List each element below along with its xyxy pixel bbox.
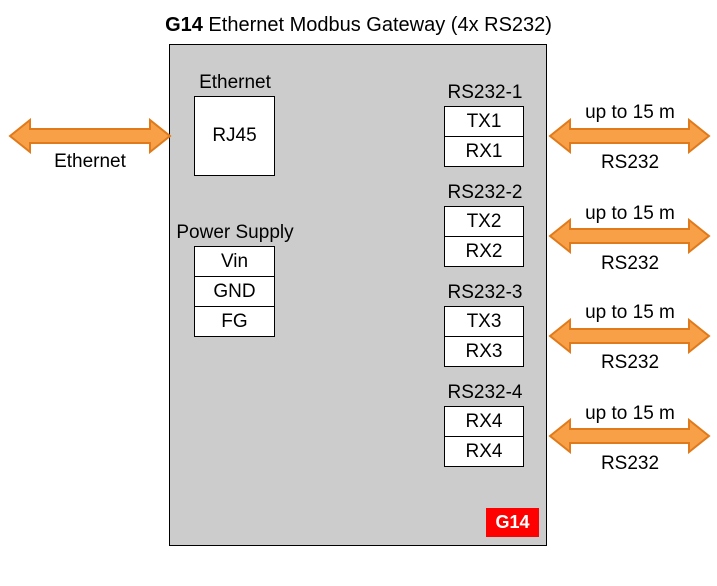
rs232-3-protocol: RS232 xyxy=(600,352,660,373)
power-supply-heading: Power Supply xyxy=(176,222,294,243)
rs232-1-protocol: RS232 xyxy=(600,152,660,173)
port-3-tx: TX3 xyxy=(444,306,524,337)
title-text: Ethernet Modbus Gateway (4x RS232) xyxy=(202,14,552,36)
rs232-4-double-arrow-icon xyxy=(548,418,711,454)
power-supply-pins: Vin GND FG xyxy=(194,246,275,337)
port-4-label: RS232-4 xyxy=(447,382,523,403)
port-3-rx: RX3 xyxy=(444,336,524,367)
pin-vin: Vin xyxy=(194,246,275,277)
port-1-tx: TX1 xyxy=(444,106,524,137)
title-model: G14 xyxy=(165,14,203,36)
ethernet-double-arrow-icon xyxy=(8,118,172,154)
rj45-label: RJ45 xyxy=(212,125,257,146)
rs232-4-distance: up to 15 m xyxy=(585,403,675,424)
port-1-pins: TX1 RX1 xyxy=(444,106,524,167)
badge-text: G14 xyxy=(495,512,530,532)
rs232-1-double-arrow-icon xyxy=(548,118,711,154)
rj45-connector: RJ45 xyxy=(194,96,275,176)
port-3-pins: TX3 RX3 xyxy=(444,306,524,367)
rs232-2-distance: up to 15 m xyxy=(585,203,675,224)
pin-fg: FG xyxy=(194,306,275,337)
model-badge: G14 xyxy=(486,508,539,537)
diagram-title: G14 Ethernet Modbus Gateway (4x RS232) xyxy=(0,14,717,37)
port-4-pin-a: RX4 xyxy=(444,406,524,437)
port-4-pins: RX4 RX4 xyxy=(444,406,524,467)
port-2-pins: TX2 RX2 xyxy=(444,206,524,267)
port-4-pin-b: RX4 xyxy=(444,436,524,467)
rs232-3-distance: up to 15 m xyxy=(585,302,675,323)
ethernet-link-label: Ethernet xyxy=(54,151,126,172)
port-1-rx: RX1 xyxy=(444,136,524,167)
port-1-label: RS232-1 xyxy=(447,82,523,103)
port-3-label: RS232-3 xyxy=(447,282,523,303)
port-2-rx: RX2 xyxy=(444,236,524,267)
ethernet-heading: Ethernet xyxy=(199,72,271,93)
rs232-1-distance: up to 15 m xyxy=(585,102,675,123)
rs232-2-double-arrow-icon xyxy=(548,218,711,254)
port-2-tx: TX2 xyxy=(444,206,524,237)
rs232-2-protocol: RS232 xyxy=(600,253,660,274)
port-2-label: RS232-2 xyxy=(447,182,523,203)
rs232-4-protocol: RS232 xyxy=(600,453,660,474)
pin-gnd: GND xyxy=(194,276,275,307)
rs232-3-double-arrow-icon xyxy=(548,318,711,354)
